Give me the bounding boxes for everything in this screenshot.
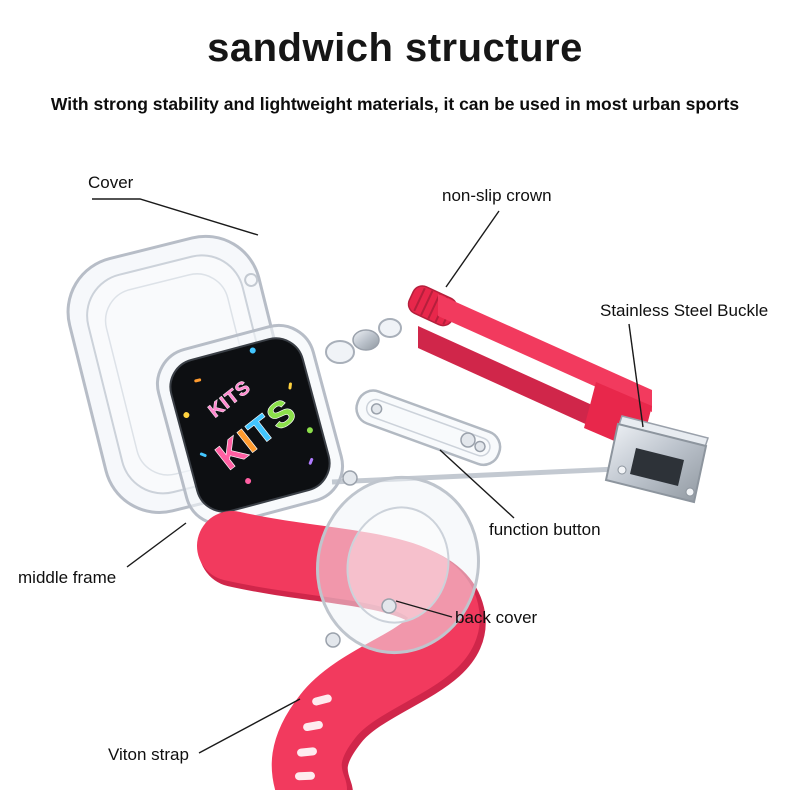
callout-cover: Cover <box>88 173 134 192</box>
crown-stem <box>325 318 402 364</box>
buckle-shape <box>604 415 709 504</box>
leader-function <box>439 449 515 519</box>
callout-back-cover: back cover <box>455 608 538 627</box>
leader-crown <box>445 210 500 288</box>
leader-buckle <box>628 323 644 428</box>
callout-function-button: function button <box>489 520 601 539</box>
callout-non-slip-crown: non-slip crown <box>442 186 552 205</box>
watch-and-middle-frame: KITS KITS <box>156 323 344 527</box>
callout-viton-strap: Viton strap <box>108 745 189 764</box>
leader-cover <box>92 198 259 236</box>
leader-viton <box>198 698 301 754</box>
confetti <box>183 347 314 485</box>
leader-back-cover <box>395 600 453 618</box>
page-title: sandwich structure <box>207 26 583 70</box>
function-button-shape <box>355 389 502 467</box>
frame-screws <box>325 432 476 648</box>
callout-stainless-steel-buckle: Stainless Steel Buckle <box>600 301 769 320</box>
page-subtitle: With strong stability and lightweight ma… <box>50 94 740 114</box>
leader-lines <box>92 198 644 754</box>
back-cover-shape <box>316 475 480 655</box>
callout-middle-frame: middle frame <box>18 568 117 587</box>
strap-holes <box>295 694 332 781</box>
leader-middle-frame <box>126 522 187 568</box>
